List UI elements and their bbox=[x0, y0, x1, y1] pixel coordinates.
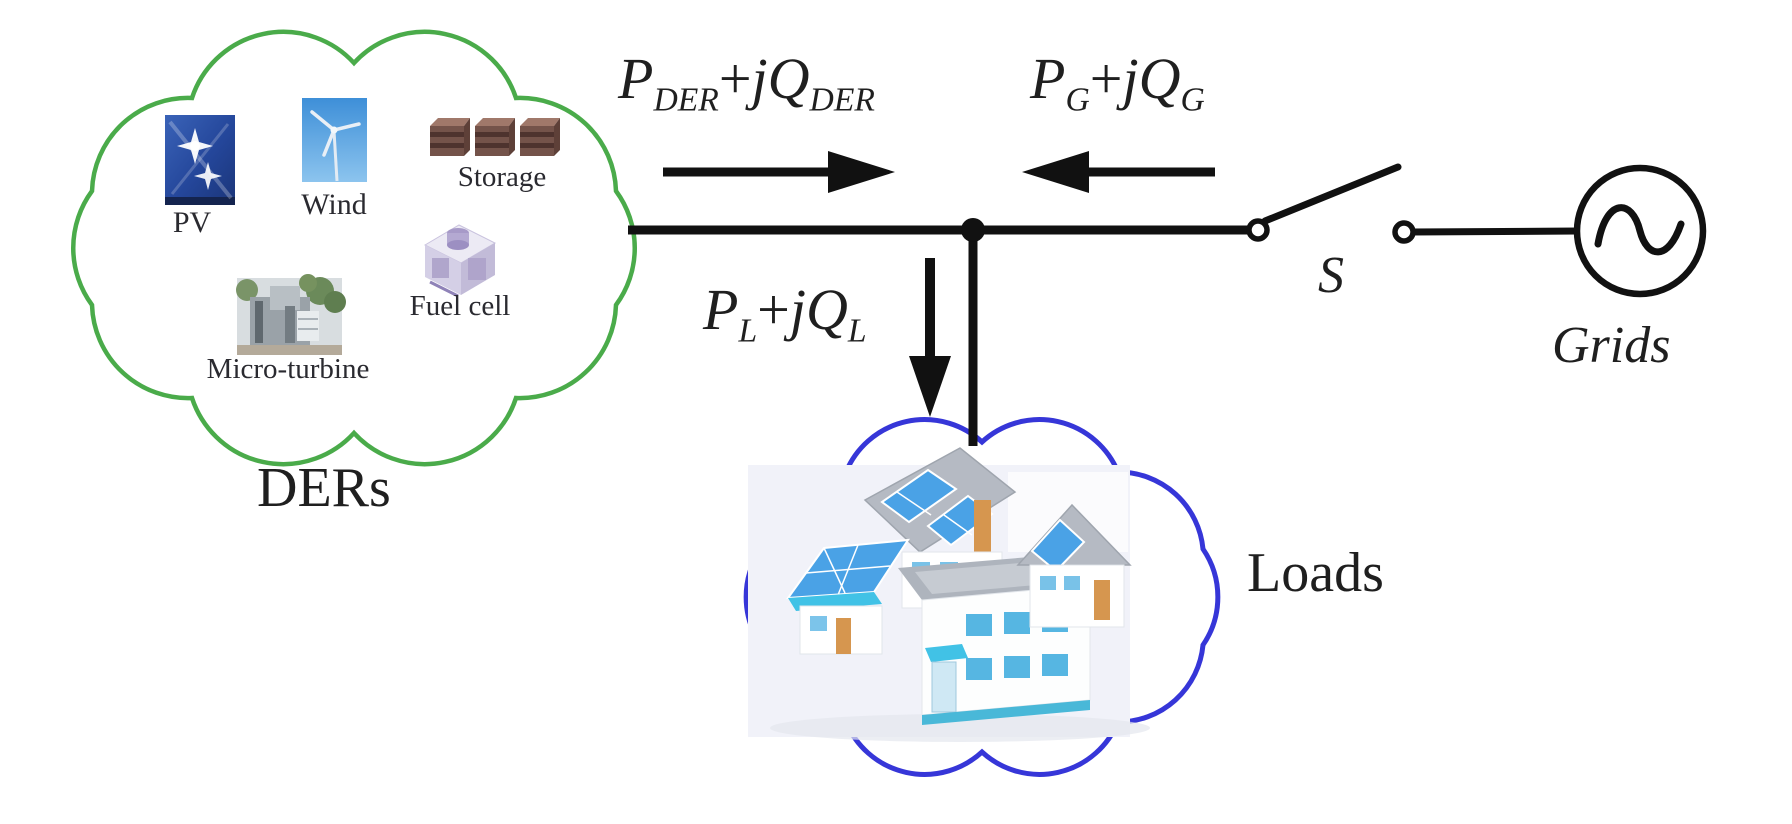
pv-label: PV bbox=[172, 206, 212, 239]
q-sub: DER bbox=[809, 81, 875, 119]
p-term: P bbox=[618, 46, 654, 111]
houses-icon bbox=[770, 447, 1150, 742]
flow-label-grid: PG+jQG bbox=[1030, 50, 1205, 117]
fuel-cell-icon bbox=[423, 224, 497, 298]
p-term: P bbox=[703, 277, 739, 342]
plus-op: + bbox=[1089, 46, 1123, 111]
grid-connection-line bbox=[1411, 227, 1579, 236]
storage-label: Storage bbox=[457, 161, 547, 193]
fuel-cell-label: Fuel cell bbox=[409, 290, 511, 322]
flow-label-load: PL+jQL bbox=[703, 281, 867, 348]
jq-term: jQ bbox=[789, 277, 848, 342]
switch-contact-right bbox=[1392, 220, 1416, 244]
micro-turbine-label: Micro-turbine bbox=[206, 353, 370, 385]
solar-panel-icon bbox=[165, 115, 235, 205]
battery-storage-icon bbox=[430, 118, 560, 156]
load-flow-arrow bbox=[909, 258, 951, 417]
ac-source-icon bbox=[1573, 164, 1707, 298]
wind-turbine-icon bbox=[302, 98, 367, 182]
jq-term: jQ bbox=[751, 46, 810, 111]
wind-label: Wind bbox=[301, 188, 367, 221]
q-sub: G bbox=[1180, 81, 1205, 119]
q-sub: L bbox=[847, 312, 867, 350]
switch-label: S bbox=[1318, 247, 1344, 304]
ders-cloud-label: DERs bbox=[257, 457, 391, 519]
grid-flow-arrow bbox=[1022, 151, 1215, 193]
ders-cloud-outline bbox=[71, 29, 637, 467]
flow-label-der: PDER+jQDER bbox=[618, 50, 875, 117]
p-sub: DER bbox=[653, 81, 719, 119]
loads-cloud-label: Loads bbox=[1247, 542, 1384, 604]
p-term: P bbox=[1030, 46, 1066, 111]
plus-op: + bbox=[718, 46, 752, 111]
switch-blade bbox=[1261, 163, 1402, 225]
plus-op: + bbox=[757, 277, 790, 342]
p-sub: G bbox=[1065, 81, 1090, 119]
der-flow-arrow bbox=[663, 151, 895, 193]
house-right bbox=[1016, 503, 1132, 628]
p-sub: L bbox=[738, 312, 758, 350]
jq-term: jQ bbox=[1122, 46, 1181, 111]
micro-turbine-icon bbox=[236, 274, 346, 355]
grids-label: Grids bbox=[1552, 317, 1671, 374]
house-left bbox=[785, 538, 910, 655]
switch-contact-left bbox=[1246, 218, 1270, 242]
bus-junction-dot bbox=[961, 218, 985, 242]
